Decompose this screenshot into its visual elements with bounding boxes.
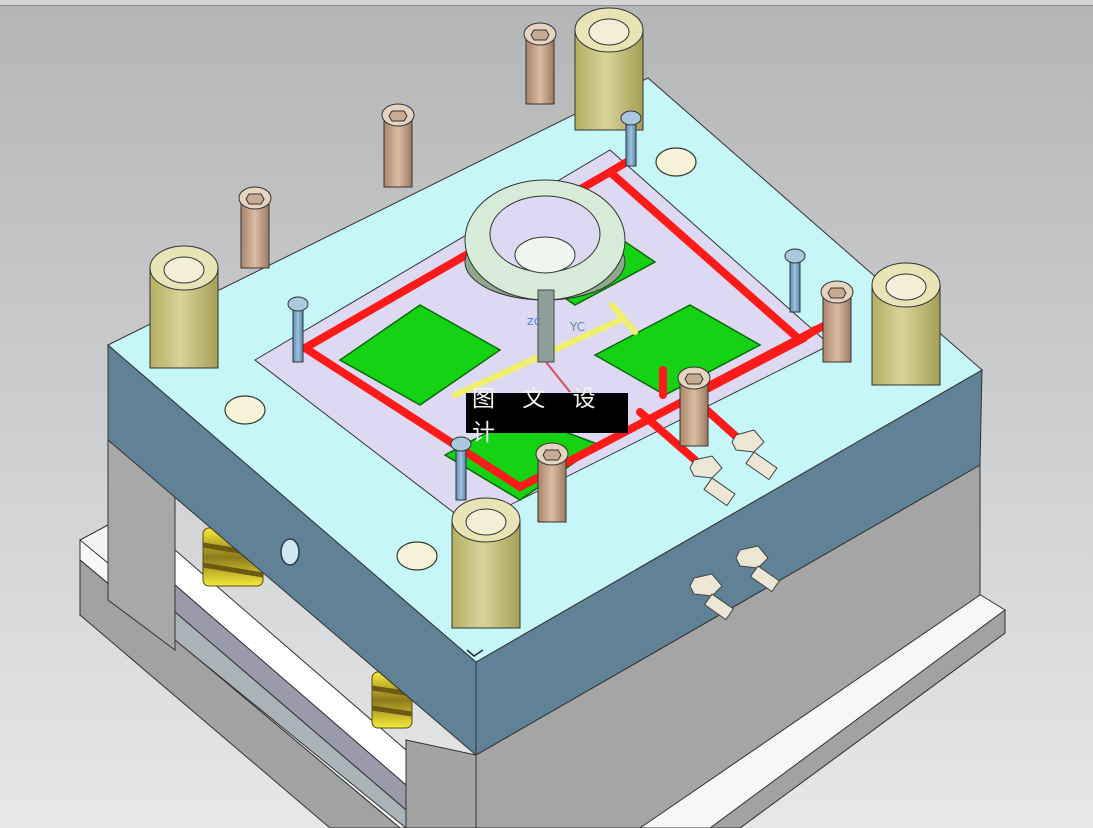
watermark-label: 图 文 设 计 [466, 386, 628, 446]
guide-bushing-left [149, 245, 219, 369]
datum-corner-mark [466, 649, 484, 657]
water-fittings [689, 429, 780, 621]
watermark-text: 图 文 设 计 [472, 386, 606, 446]
return-pin-caps [224, 147, 697, 571]
yc-axis-label: YC [570, 320, 586, 334]
insert-screws [287, 110, 806, 501]
zc-axis-label: ZC [527, 317, 541, 328]
socket-head-screws [238, 22, 854, 523]
side-hole [280, 538, 300, 566]
locating-ring [464, 179, 626, 363]
xc-axis-arrow [545, 361, 571, 393]
guide-bushing-front [451, 497, 521, 629]
guide-bushing-right [871, 262, 941, 386]
lower-mold-body [107, 439, 981, 828]
viewport-top-border [0, 0, 1093, 6]
